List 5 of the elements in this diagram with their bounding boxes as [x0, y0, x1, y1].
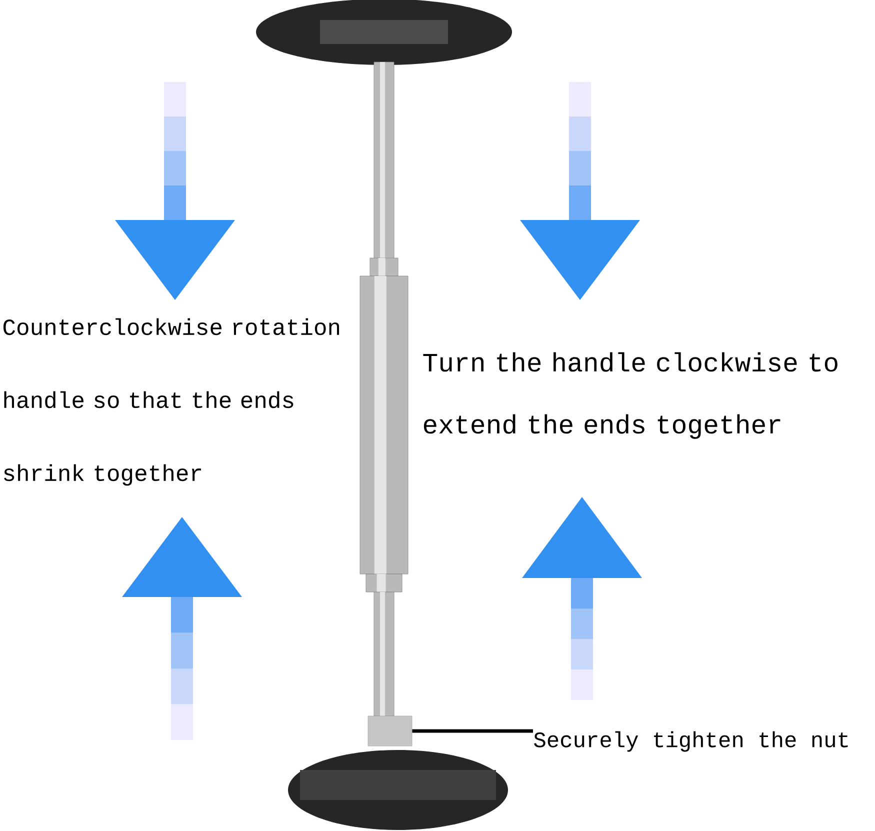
instruction-text: Turn the handle clockwise to extend the ends together — [423, 352, 838, 439]
nut-drawing — [368, 716, 412, 746]
instruction-text: Counterclockwise rotation handle so that the ends shrink together — [3, 318, 340, 486]
leader-line — [412, 729, 533, 733]
callout-text: Securely tighten the nut — [534, 731, 848, 752]
